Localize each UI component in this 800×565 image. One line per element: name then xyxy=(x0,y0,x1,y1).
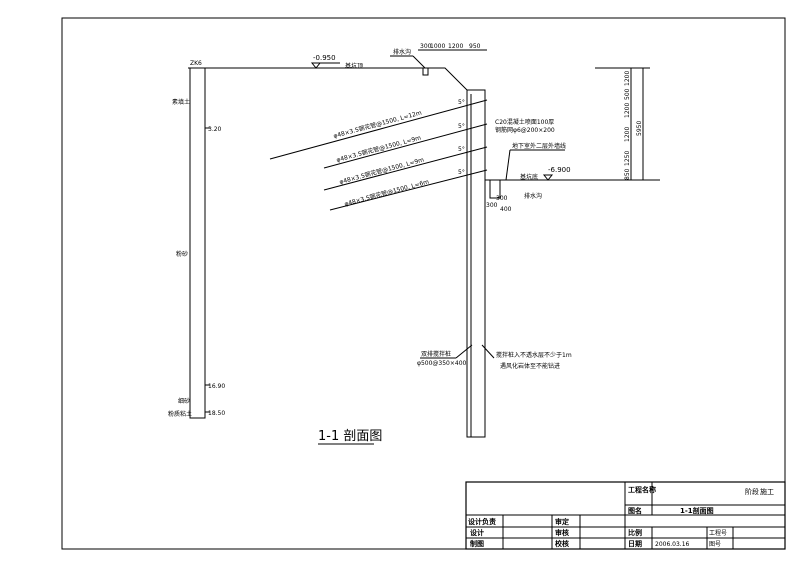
ditch-dim: 300 xyxy=(486,202,498,209)
drain-label: 排水沟 xyxy=(393,48,411,56)
draw-label: 制图 xyxy=(470,539,484,548)
facing-note: 钢筋网φ6@200×200 xyxy=(495,126,555,134)
basement-wall-note: 地下室外二层外墙线 xyxy=(512,142,566,150)
sheet-no-label: 图号 xyxy=(709,541,721,548)
soil-nail xyxy=(329,169,488,211)
soil-layer-depth: 18.50 xyxy=(208,410,225,417)
drain-ditch-top xyxy=(390,67,468,91)
right-dim: 1200 xyxy=(624,103,631,118)
pile-leader xyxy=(481,344,495,359)
soil-nail xyxy=(323,146,488,191)
nail-angle: 5° xyxy=(458,123,465,130)
design-label: 设计 xyxy=(470,528,484,537)
check-label: 校核 xyxy=(555,539,569,548)
nail-angle: 5° xyxy=(458,99,465,106)
top-dim: 1200 xyxy=(448,43,463,50)
pile-note: 搅拌桩入不透水层不少于1m xyxy=(496,351,572,359)
borehole-label: ZK6 xyxy=(190,60,202,67)
elevation-marker-icon xyxy=(542,174,554,181)
top-dim: 950 xyxy=(469,43,481,50)
soil-nail xyxy=(269,99,488,160)
ground-surface-label: 基坑顶 xyxy=(345,62,363,70)
design-lead-label: 设计负责 xyxy=(468,517,496,526)
facing-note: C20混凝土喷面100厚 xyxy=(495,118,554,126)
right-dim: 850 xyxy=(624,168,631,180)
pile-note: 遇风化岩体至不能钻进 xyxy=(500,362,560,370)
pile-note: φ500@350×400 xyxy=(417,360,467,367)
soil-layer-depth: 3.20 xyxy=(208,126,222,133)
ditch-dim: 300 xyxy=(496,195,508,202)
nail-label: φ48×3.5钢花管@1500, L=6m xyxy=(343,178,430,208)
soil-nail xyxy=(323,123,488,169)
top-dim: 300 xyxy=(420,43,432,50)
title-block xyxy=(465,481,786,550)
pile-leader xyxy=(455,344,473,359)
pit-bottom-label: 基坑底 xyxy=(520,173,538,181)
soil-layer-depth: 16.90 xyxy=(208,383,225,390)
nail-angle: 5° xyxy=(458,146,465,153)
soil-layer-name: 粉质粘土 xyxy=(168,410,192,418)
section-title: 1-1 剖面图 xyxy=(318,429,382,444)
date-value: 2006.03.16 xyxy=(655,541,690,548)
nail-label: φ48×3.5钢花管@1500, L=12m xyxy=(332,109,422,140)
right-dim: 500 xyxy=(624,88,631,100)
drawing-name-label: 图名 xyxy=(628,506,642,515)
drain-leader-2 xyxy=(412,55,426,69)
soil-layer-name: 素填土 xyxy=(172,98,190,106)
ditch-dim: 400 xyxy=(500,206,512,213)
stage-value: 施工 xyxy=(760,487,774,496)
drawing-name: 1-1剖面图 xyxy=(680,506,714,515)
right-dim: 1250 xyxy=(624,151,631,166)
total-depth: 5950 xyxy=(636,121,643,136)
bottom-ditch xyxy=(485,179,501,199)
pit-bottom-elevation: -6.900 xyxy=(548,166,571,174)
drawing-border xyxy=(61,17,786,550)
right-dim: 1200 xyxy=(624,71,631,86)
project-no-label: 工程号 xyxy=(709,529,727,537)
right-dim: 1200 xyxy=(624,127,631,142)
stage-label: 阶段 xyxy=(745,487,759,496)
review-label: 审核 xyxy=(555,528,569,537)
retaining-wall xyxy=(466,89,486,438)
elevation-marker-icon xyxy=(310,62,322,69)
date-label: 日期 xyxy=(628,539,642,548)
soil-layer-name: 粉砂 xyxy=(176,250,188,258)
pile-note: 双排搅拌桩 xyxy=(421,350,451,358)
scale-label: 比例 xyxy=(628,528,642,537)
soil-column xyxy=(189,67,206,419)
nail-angle: 5° xyxy=(458,169,465,176)
project-name-label: 工程名称 xyxy=(628,485,656,494)
ground-elevation: -0.950 xyxy=(313,54,336,62)
soil-nails xyxy=(269,99,488,211)
ditch-label: 排水沟 xyxy=(524,192,542,200)
soil-layer-name: 细砂 xyxy=(178,397,190,405)
approve-label: 审定 xyxy=(555,517,569,526)
note-leader xyxy=(505,149,511,181)
top-dim: 1000 xyxy=(430,43,445,50)
